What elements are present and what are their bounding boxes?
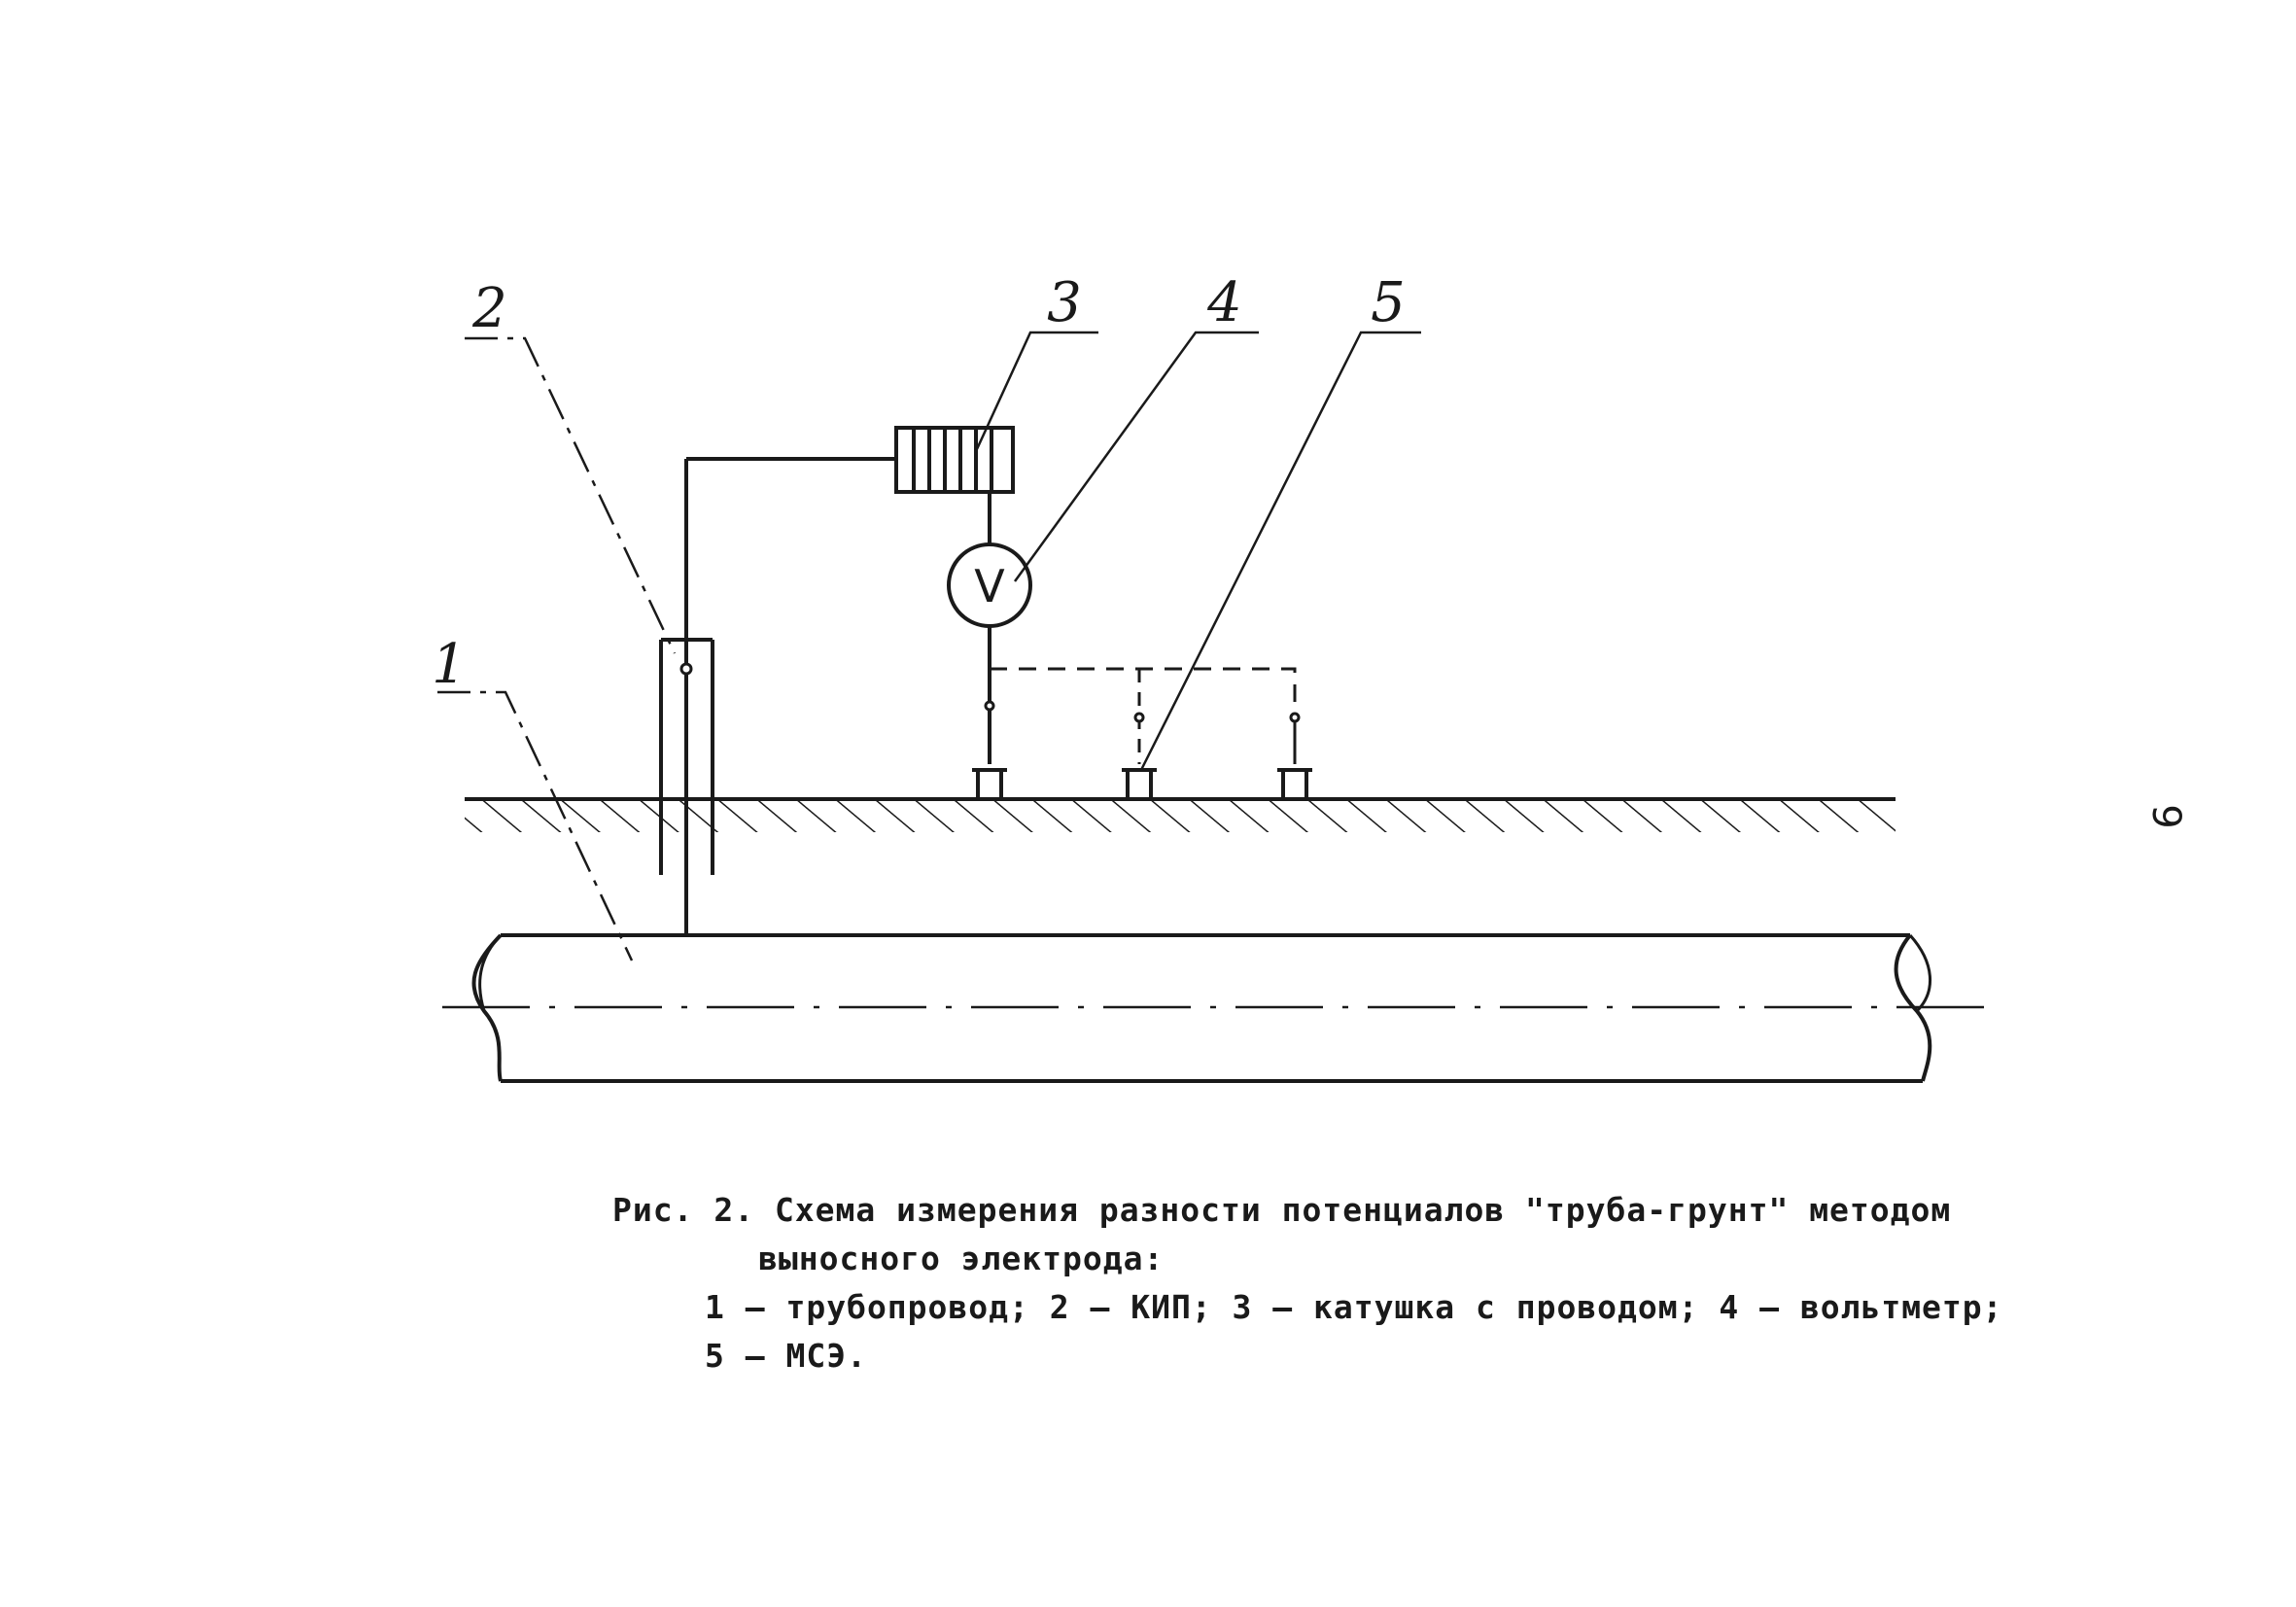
electrode-alt-2 [1277, 768, 1312, 801]
wire-voltmeter-to-electrodes [984, 626, 1301, 764]
label-kip: 2 [471, 277, 507, 340]
soil-hatching [465, 799, 1896, 832]
leader-3 [975, 331, 1098, 450]
label-coil: 3 [1047, 271, 1082, 334]
leader-5 [1139, 331, 1421, 771]
voltmeter-symbol: V [974, 560, 1005, 612]
label-electrode: 5 [1371, 271, 1406, 334]
pipeline [471, 933, 1932, 1083]
leader-lines [437, 331, 1421, 961]
label-voltmeter: 4 [1206, 271, 1242, 334]
coil-with-wire [894, 426, 1015, 494]
kip-post [659, 459, 714, 935]
figure-caption: Рис. 2. Схема измерения разности потенци… [612, 1186, 2168, 1380]
page-number: 9 [2143, 804, 2188, 828]
caption-legend-2: 5 – МСЭ. [705, 1337, 867, 1375]
leader-4 [1013, 331, 1259, 582]
leader-2 [465, 336, 677, 654]
electrode-active [972, 768, 1007, 801]
voltmeter: V [947, 542, 1032, 628]
caption-legend-1: 1 – трубопровод; 2 – КИП; 3 – катушка с … [705, 1288, 2003, 1326]
label-pipe: 1 [432, 633, 467, 696]
caption-title: Рис. 2. Схема измерения разности потенци… [612, 1191, 1952, 1229]
caption-title-cont: выносного электрода: [758, 1240, 1165, 1277]
leader-1 [437, 690, 634, 961]
electrode-alt-1 [1122, 768, 1157, 801]
